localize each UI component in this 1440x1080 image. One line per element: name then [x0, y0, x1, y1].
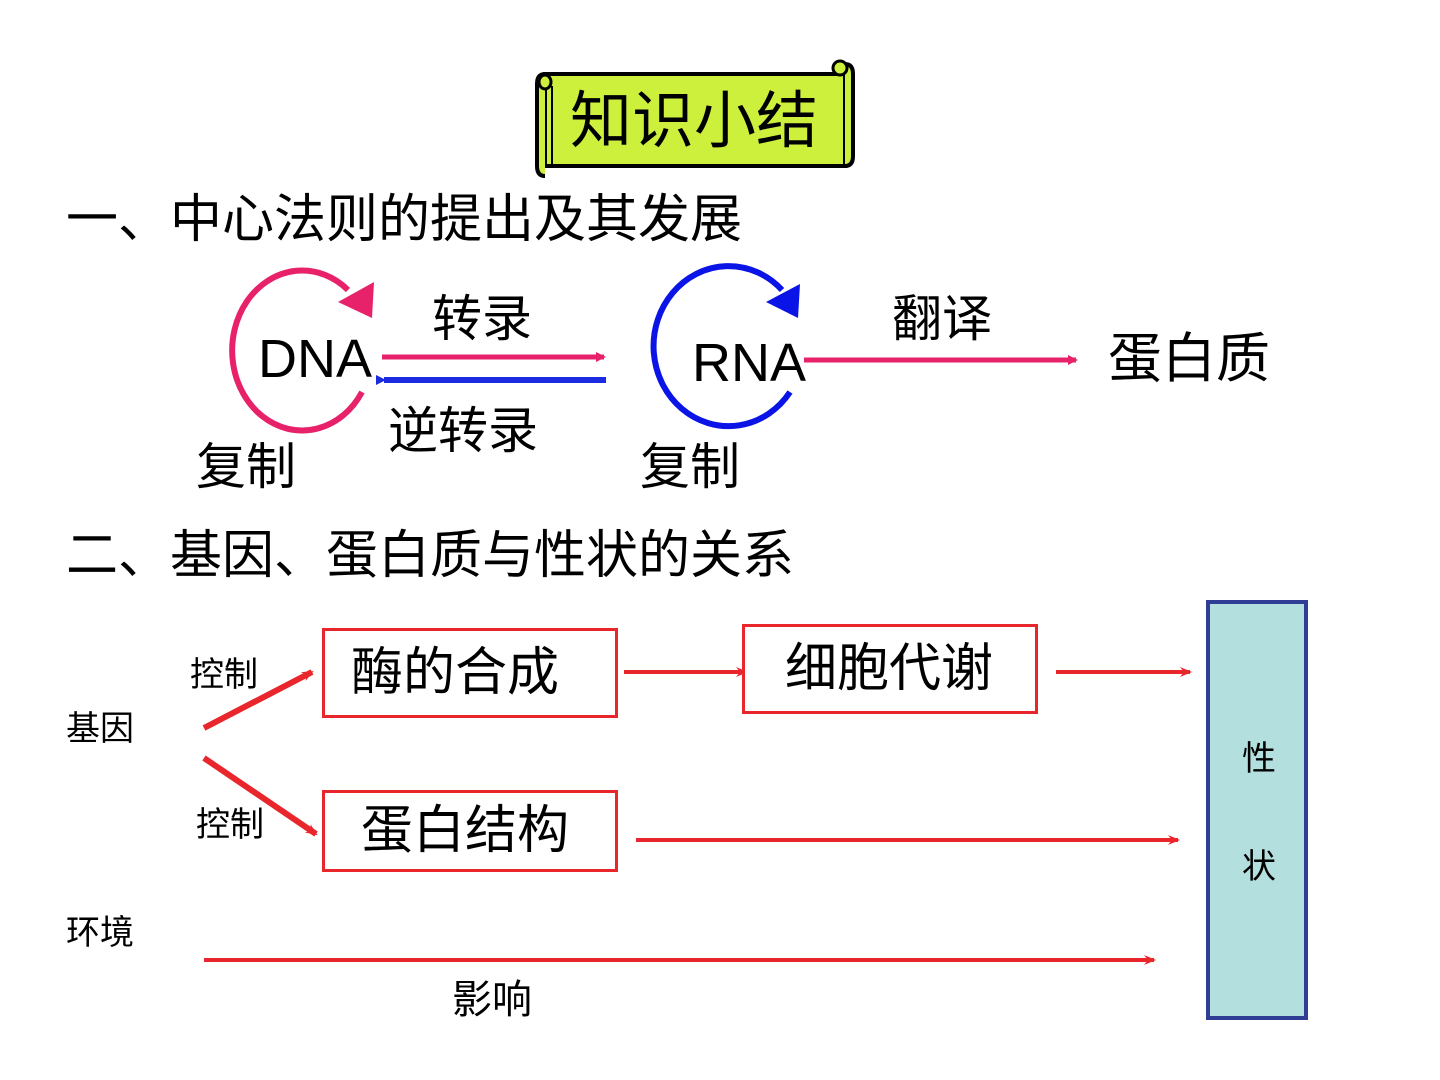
- protein-structure-text: 蛋白结构: [361, 801, 570, 861]
- rna-replication-arrow: [650, 263, 800, 430]
- control-label-bottom: 控制: [196, 805, 264, 845]
- gene-to-enzyme-arrow: [202, 669, 314, 731]
- protein-label: 蛋白质: [1108, 329, 1270, 389]
- trait-char-2: 状: [1242, 847, 1276, 887]
- dna-label: DNA: [258, 329, 373, 389]
- rna-label: RNA: [692, 333, 807, 393]
- influence-label: 影响: [452, 977, 532, 1023]
- rna-replication-label: 复制: [640, 438, 740, 496]
- section1-heading: 一、中心法则的提出及其发展: [66, 190, 743, 250]
- environment-label: 环境: [66, 913, 134, 953]
- title-scroll: [535, 59, 855, 178]
- enzyme-synthesis-box: 酶的合成: [322, 628, 618, 718]
- control-label-top: 控制: [190, 655, 258, 695]
- translation-label: 翻译: [892, 290, 992, 348]
- trait-char-1: 性: [1242, 739, 1276, 779]
- trait-box: 性 状: [1206, 600, 1308, 1020]
- reverse-transcription-label: 逆转录: [388, 402, 538, 460]
- gene-label: 基因: [66, 709, 134, 749]
- protein-structure-box: 蛋白结构: [322, 790, 618, 872]
- section2-heading: 二、基因、蛋白质与性状的关系: [66, 526, 795, 586]
- cell-metabolism-text: 细胞代谢: [785, 639, 994, 699]
- transcription-label: 转录: [432, 290, 532, 348]
- page-title: 知识小结: [570, 84, 819, 157]
- enzyme-synthesis-text: 酶的合成: [351, 643, 560, 703]
- gene-to-protein-arrow: [202, 755, 318, 837]
- dna-replication-arrow: [229, 267, 374, 434]
- dna-replication-label: 复制: [196, 438, 296, 496]
- cell-metabolism-box: 细胞代谢: [742, 624, 1038, 714]
